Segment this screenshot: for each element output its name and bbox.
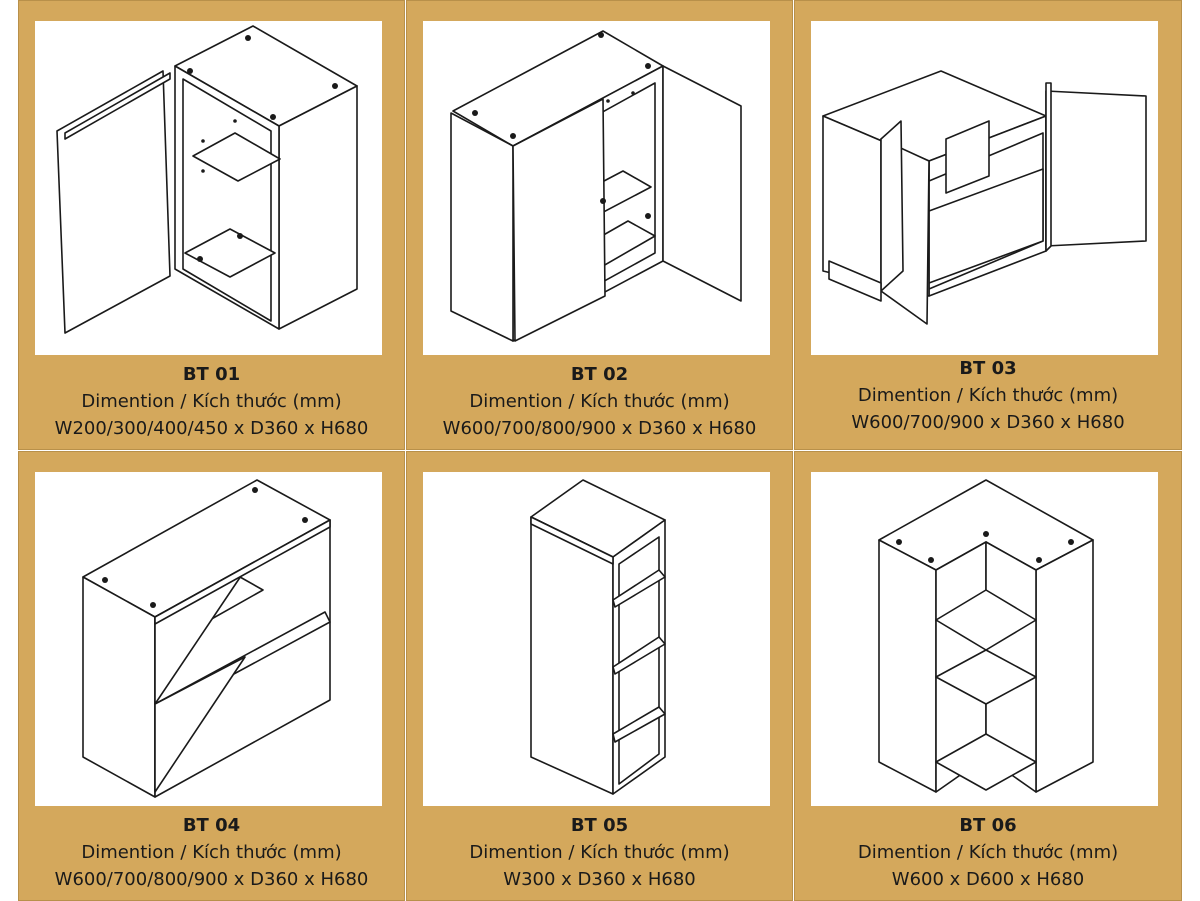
caption-bt02: BT 02 Dimention / Kích thước (mm) W600/7… bbox=[407, 361, 792, 442]
catalog-card-bt02: BT 02 Dimention / Kích thước (mm) W600/7… bbox=[406, 0, 793, 450]
dimension-label: Dimention / Kích thước (mm) bbox=[81, 842, 342, 863]
dimension-label: Dimention / Kích thước (mm) bbox=[857, 385, 1119, 406]
cabinet-catalog-grid: BT 01 Dimention / Kích thước (mm) W200/3… bbox=[18, 0, 1182, 901]
caption-bt04: BT 04 Dimention / Kích thước (mm) W600/7… bbox=[19, 812, 404, 893]
product-code: BT 01 bbox=[182, 364, 241, 385]
dimension-label: Dimention / Kích thước (mm) bbox=[469, 842, 730, 863]
product-code: BT 02 bbox=[570, 364, 629, 385]
double-door-base-cabinet-icon bbox=[822, 70, 1147, 325]
cabinet-illustration-bt01 bbox=[35, 21, 382, 355]
product-code: BT 03 bbox=[959, 358, 1017, 379]
product-code: BT 04 bbox=[182, 815, 241, 836]
dimension-size: W600/700/800/900 x D360 x H680 bbox=[442, 418, 757, 439]
caption-bt05: BT 05 Dimention / Kích thước (mm) W300 x… bbox=[407, 812, 792, 893]
two-flap-wall-cabinet-icon bbox=[82, 479, 331, 798]
catalog-card-bt01: BT 01 Dimention / Kích thước (mm) W200/3… bbox=[18, 0, 405, 450]
dimension-size: W300 x D360 x H680 bbox=[503, 869, 696, 890]
cabinet-illustration-bt04 bbox=[35, 472, 382, 806]
cabinet-illustration-bt05 bbox=[423, 472, 770, 806]
dimension-size: W600/700/900 x D360 x H680 bbox=[851, 412, 1125, 433]
corner-cabinet-icon bbox=[878, 479, 1094, 793]
cabinet-illustration-bt06 bbox=[811, 472, 1158, 806]
product-code: BT 06 bbox=[959, 815, 1017, 836]
catalog-card-bt03: BT 03 Dimention / Kích thước (mm) W600/7… bbox=[794, 0, 1182, 450]
dimension-size: W200/300/400/450 x D360 x H680 bbox=[54, 418, 369, 439]
catalog-card-bt05: BT 05 Dimention / Kích thước (mm) W300 x… bbox=[406, 451, 793, 901]
cabinet-illustration-bt03 bbox=[811, 21, 1158, 355]
caption-bt03: BT 03 Dimention / Kích thước (mm) W600/7… bbox=[795, 355, 1181, 436]
dimension-label: Dimention / Kích thước (mm) bbox=[81, 391, 342, 412]
dimension-size: W600/700/800/900 x D360 x H680 bbox=[54, 869, 369, 890]
open-shelf-cabinet-icon bbox=[530, 479, 666, 795]
caption-bt06: BT 06 Dimention / Kích thước (mm) W600 x… bbox=[795, 812, 1181, 893]
double-door-wall-cabinet-icon bbox=[450, 30, 742, 342]
dimension-label: Dimention / Kích thước (mm) bbox=[857, 842, 1119, 863]
dimension-size: W600 x D600 x H680 bbox=[891, 869, 1085, 890]
dimension-label: Dimention / Kích thước (mm) bbox=[469, 391, 730, 412]
product-code: BT 05 bbox=[570, 815, 629, 836]
catalog-card-bt04: BT 04 Dimention / Kích thước (mm) W600/7… bbox=[18, 451, 405, 901]
single-door-wall-cabinet-icon bbox=[56, 25, 358, 334]
cabinet-illustration-bt02 bbox=[423, 21, 770, 355]
caption-bt01: BT 01 Dimention / Kích thước (mm) W200/3… bbox=[19, 361, 404, 442]
catalog-card-bt06: BT 06 Dimention / Kích thước (mm) W600 x… bbox=[794, 451, 1182, 901]
